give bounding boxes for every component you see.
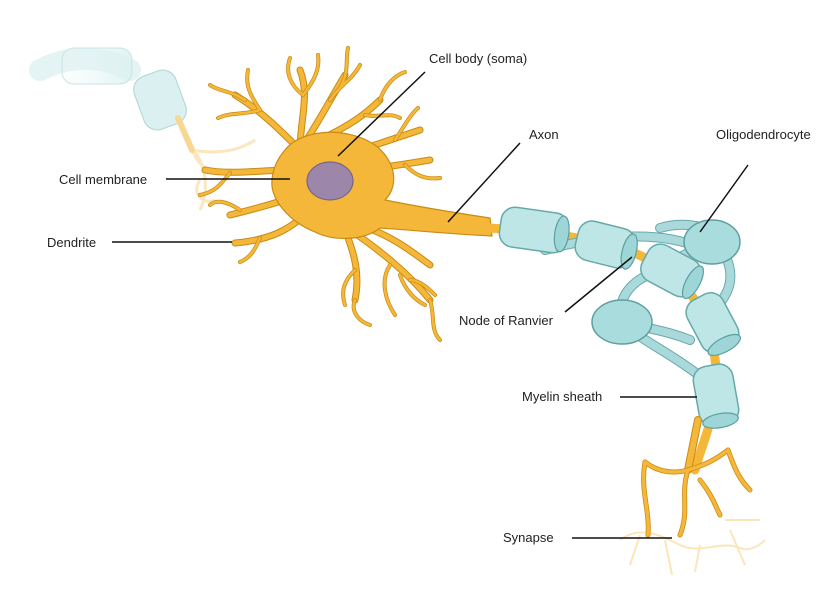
myelin-segment-1 — [498, 206, 570, 254]
labels: Cell body (soma) Axon Oligodendrocyte Ce… — [47, 51, 811, 545]
myelin-segment-2 — [574, 220, 638, 270]
myelin-segments — [498, 206, 742, 429]
oligodendrocyte-body — [683, 219, 741, 265]
myelin-segment-5 — [692, 363, 740, 429]
label-node-of-ranvier: Node of Ranvier — [459, 313, 554, 328]
faded-upstream-axon — [29, 47, 256, 211]
cell-body — [271, 131, 493, 239]
label-myelin-sheath: Myelin sheath — [522, 389, 602, 404]
label-synapse: Synapse — [503, 530, 554, 545]
leader-oligodendrocyte — [699, 164, 749, 233]
leader-node-of-ranvier — [564, 256, 633, 313]
myelin-segment-3 — [640, 243, 705, 300]
leader-lines — [112, 71, 749, 539]
label-axon: Axon — [529, 127, 559, 142]
leader-cell-body — [337, 71, 426, 157]
nucleus — [306, 161, 354, 201]
myelin-segment-4 — [685, 292, 742, 357]
label-cell-body: Cell body (soma) — [429, 51, 527, 66]
leader-axon — [447, 142, 521, 223]
oligodendrocyte-body-lower — [591, 299, 653, 345]
label-oligodendrocyte: Oligodendrocyte — [716, 127, 811, 142]
axon-terminal — [619, 416, 766, 576]
label-dendrite: Dendrite — [47, 235, 96, 250]
label-cell-membrane: Cell membrane — [59, 172, 147, 187]
